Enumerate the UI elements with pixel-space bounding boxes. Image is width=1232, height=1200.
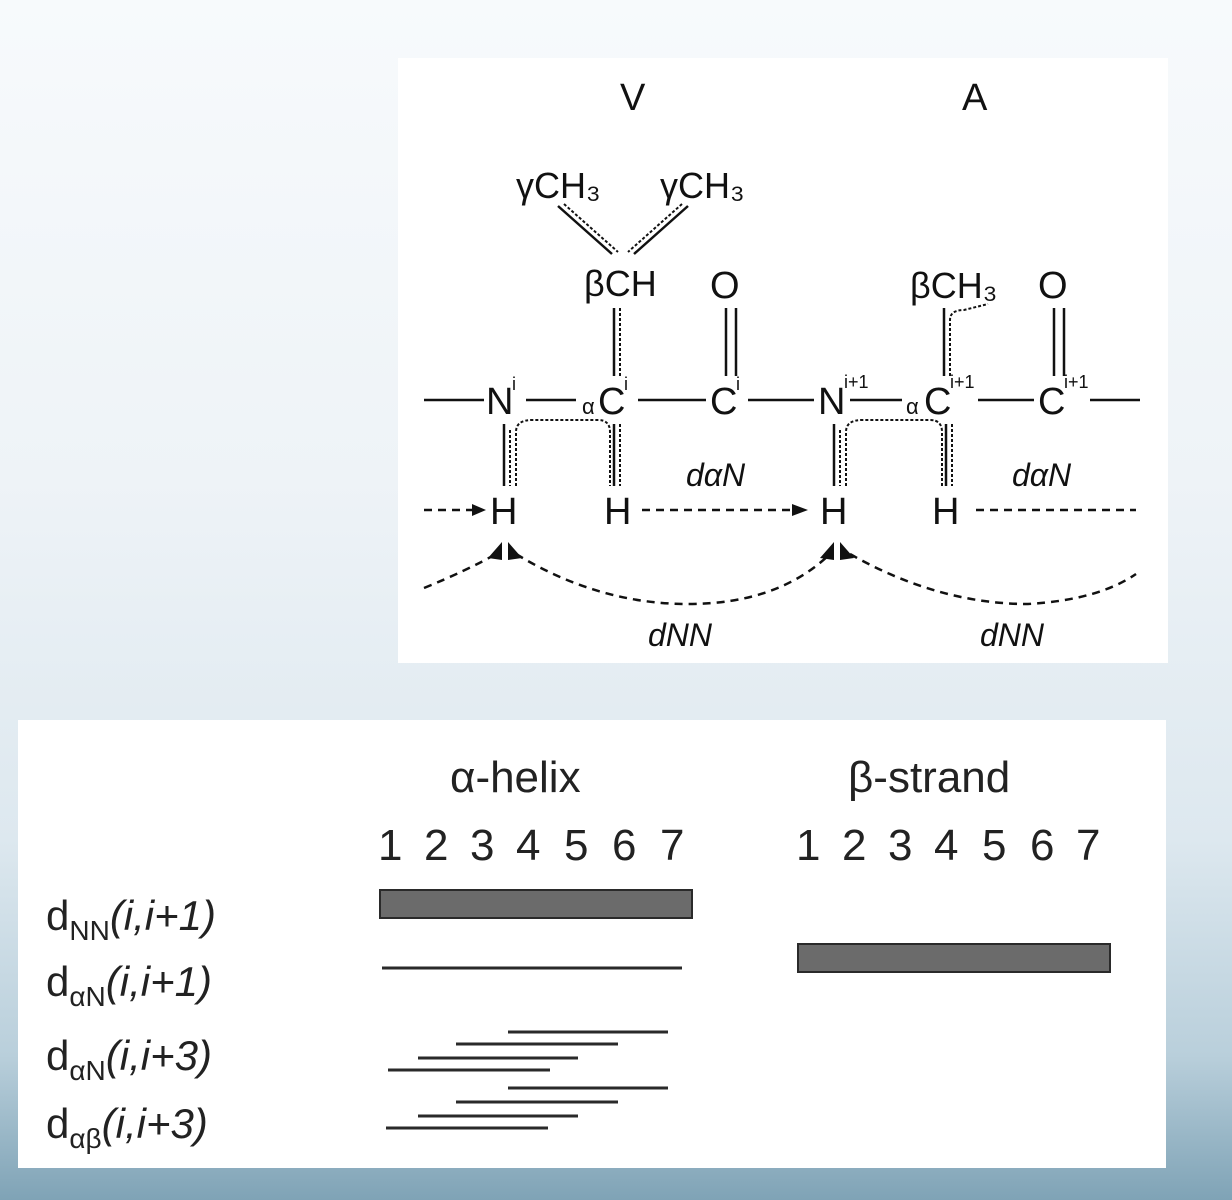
row-label-dan-i3: dαN(i,i+3) <box>46 1032 212 1086</box>
sup-n-i: i <box>512 374 516 394</box>
backbone-n-i: N <box>486 381 513 423</box>
peptide-diagram: V A γCH₃ γCH₃ βCH O βCH₃ O N i α C i C i <box>423 77 1140 653</box>
helix-num-3: 3 <box>470 821 494 870</box>
helix-num-5: 5 <box>564 821 588 870</box>
gamma-beta-bonds <box>557 203 689 255</box>
beta-ch-label: βCH <box>584 263 657 304</box>
helix-dab-i3-lines <box>386 1086 668 1130</box>
helix-dan-i3-lines <box>388 1030 668 1072</box>
backbone-c-i: C <box>710 381 737 423</box>
beta-strand-title: β-strand <box>848 753 1010 802</box>
residue-label-a: A <box>962 77 988 119</box>
helix-num-7: 7 <box>660 821 684 870</box>
strand-numbers: 1 2 3 4 5 6 7 <box>796 821 1100 870</box>
d-nn-label-1: dNN <box>648 617 713 653</box>
row-label-dab-i3: dαβ(i,i+3) <box>46 1100 208 1154</box>
helix-dnn-bar <box>379 889 693 919</box>
helix-num-1: 1 <box>378 821 402 870</box>
backbone-calpha-i1: C <box>924 381 951 423</box>
amide-h-i1: H <box>820 491 847 533</box>
carbonyl-oxygen-2: O <box>1038 265 1068 307</box>
strand-dan-bar <box>797 943 1111 973</box>
backbone-c-i1: C <box>1038 381 1065 423</box>
backbone-n-i1: N <box>818 381 845 423</box>
strand-num-3: 3 <box>888 821 912 870</box>
arrowhead-5 <box>820 542 834 560</box>
alpha-prefix-2: α <box>906 394 919 419</box>
strand-num-5: 5 <box>982 821 1006 870</box>
noe-pattern-panel: α-helix β-strand 1 2 3 4 5 6 7 1 2 3 4 5… <box>18 720 1166 1168</box>
alpha-helix-title: α-helix <box>450 753 581 802</box>
residue-label-v: V <box>620 77 646 119</box>
noe-pattern-table: α-helix β-strand 1 2 3 4 5 6 7 1 2 3 4 5… <box>46 753 1111 1154</box>
helix-num-6: 6 <box>612 821 636 870</box>
arrowhead-1 <box>472 504 486 516</box>
arrowhead-4 <box>508 542 522 560</box>
d-nn-arrows <box>423 552 1137 606</box>
row-label-dnn-i1: dNN(i,i+1) <box>46 892 216 946</box>
helix-numbers: 1 2 3 4 5 6 7 <box>378 821 684 870</box>
sup-calpha-i1: i+1 <box>950 372 975 392</box>
helix-num-4: 4 <box>516 821 540 870</box>
amide-h-i: H <box>490 491 517 533</box>
row-label-dan-i1: dαN(i,i+1) <box>46 958 212 1012</box>
backbone: N i α C i C i N i+1 α C i+1 C i+1 <box>424 372 1140 423</box>
peptide-diagram-panel: V A γCH₃ γCH₃ βCH O βCH₃ O N i α C i C i <box>398 58 1168 663</box>
sup-n-i1: i+1 <box>844 372 869 392</box>
carbonyl-oxygen-1: O <box>710 265 740 307</box>
alpha-prefix-1: α <box>582 394 595 419</box>
gamma-methyl-1: γCH₃ <box>516 165 601 206</box>
helix-num-2: 2 <box>424 821 448 870</box>
sup-c-i: i <box>736 374 740 394</box>
gamma-methyl-2: γCH₃ <box>660 165 745 206</box>
vertical-bonds <box>612 303 1066 376</box>
arrowhead-6 <box>840 542 854 560</box>
strand-num-7: 7 <box>1076 821 1100 870</box>
sup-calpha-i: i <box>624 374 628 394</box>
alpha-h-i: H <box>604 491 631 533</box>
d-alpha-n-label-1: dαN <box>686 457 746 493</box>
alpha-h-i1: H <box>932 491 959 533</box>
sup-c-i1: i+1 <box>1064 372 1089 392</box>
backbone-calpha-i: C <box>598 381 625 423</box>
strand-num-6: 6 <box>1030 821 1054 870</box>
arrowhead-2 <box>792 504 808 516</box>
beta-ch3-label: βCH₃ <box>910 265 997 306</box>
d-alpha-n-label-2: dαN <box>1012 457 1072 493</box>
strand-num-4: 4 <box>934 821 958 870</box>
arrowhead-3 <box>488 542 502 560</box>
strand-num-2: 2 <box>842 821 866 870</box>
strand-num-1: 1 <box>796 821 820 870</box>
d-nn-label-2: dNN <box>980 617 1045 653</box>
h-bonds <box>502 419 953 486</box>
